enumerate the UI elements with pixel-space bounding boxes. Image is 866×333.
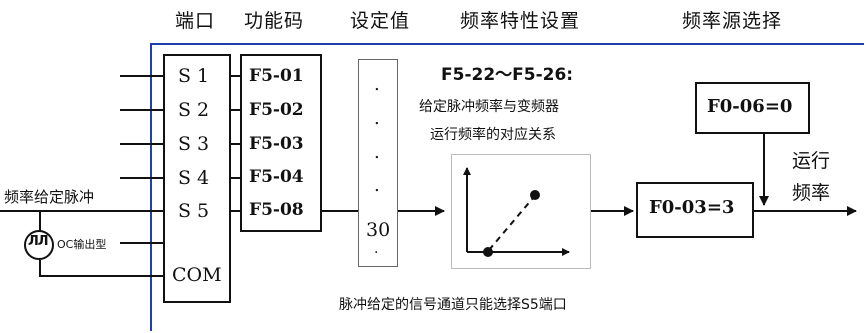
characteristic-range: F5-22～F5-26: xyxy=(441,65,574,85)
terminal-s5: S 5 xyxy=(178,200,210,222)
header-set-value: 设定值 xyxy=(350,10,411,32)
inverter-frame xyxy=(150,43,864,331)
characteristic-point-high xyxy=(530,190,540,200)
terminal-s3: S 3 xyxy=(178,133,210,155)
set-value-dot-2: . xyxy=(374,108,380,129)
terminal-s4: S 4 xyxy=(178,167,210,189)
function-code-f5-04: F5-04 xyxy=(249,167,304,187)
function-code-f5-08: F5-08 xyxy=(249,200,304,220)
function-code-f5-02: F5-02 xyxy=(249,100,304,120)
terminal-s1: S 1 xyxy=(178,65,210,87)
oc-output-label: OC输出型 xyxy=(57,238,107,251)
function-code-f5-03: F5-03 xyxy=(249,134,304,154)
freq-source-value: F0-03=3 xyxy=(649,197,735,218)
set-value-dot-4: . xyxy=(374,175,380,196)
output-label-line2: 频率 xyxy=(792,182,831,204)
param-value: F0-06=0 xyxy=(707,96,793,117)
freq-source-box xyxy=(636,182,754,238)
footer-note: 脉冲给定的信号通道只能选择S5端口 xyxy=(339,297,567,313)
pulse-input-label: 频率给定脉冲 xyxy=(4,188,95,206)
characteristic-desc-line1: 给定脉冲频率与变频器 xyxy=(419,99,559,115)
set-value-30: 30 xyxy=(366,219,391,241)
set-value-dot-1: . xyxy=(374,74,380,95)
terminal-com: COM xyxy=(172,264,222,286)
characteristic-point-low xyxy=(483,247,493,257)
oc-source-icon xyxy=(24,230,54,260)
header-function-code: 功能码 xyxy=(244,10,305,32)
terminal-block xyxy=(163,54,231,303)
characteristic-desc-line2: 运行频率的对应关系 xyxy=(430,127,556,143)
set-value-strip xyxy=(358,59,398,267)
set-value-dot-5: . xyxy=(374,241,379,257)
characteristic-graph xyxy=(463,167,570,257)
terminal-s2: S 2 xyxy=(178,99,210,121)
header-port: 端口 xyxy=(175,10,216,32)
function-code-box xyxy=(240,54,322,232)
header-frequency-characteristic: 频率特性设置 xyxy=(460,10,581,32)
set-value-dot-3: . xyxy=(374,142,380,163)
output-label-line1: 运行 xyxy=(792,150,831,172)
header-frequency-source: 频率源选择 xyxy=(682,10,783,32)
function-code-f5-01: F5-01 xyxy=(249,66,304,86)
param-box xyxy=(695,82,810,134)
pulse-waveform-icon: ЛЛ xyxy=(28,234,49,249)
